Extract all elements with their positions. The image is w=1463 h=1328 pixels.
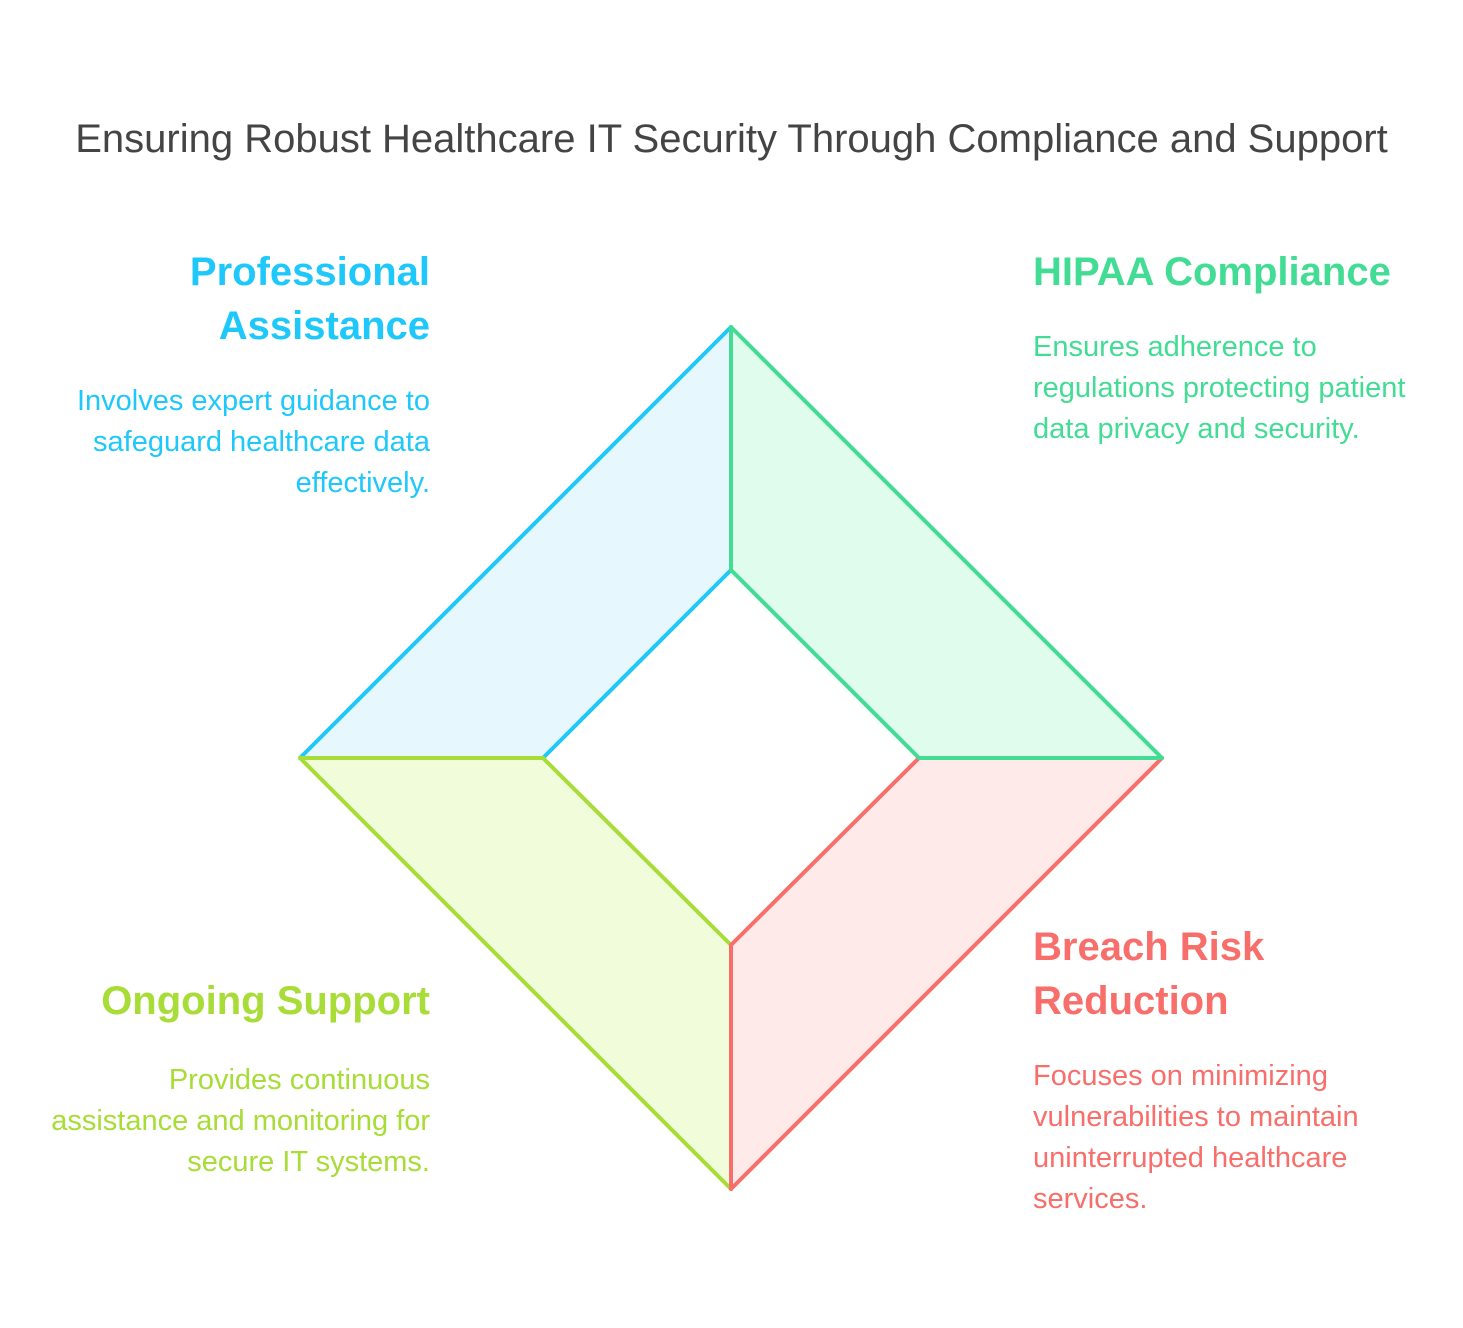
heading-professional-assistance: Professional Assistance <box>189 250 430 348</box>
description-breach-risk-reduction: Focuses on minimizing vulnerabilities to… <box>1033 1060 1359 1215</box>
block-ongoing-support: Ongoing Support Provides continuous assi… <box>50 974 430 1183</box>
block-professional-assistance: Professional Assistance Involves expert … <box>50 245 430 504</box>
heading-ongoing-support: Ongoing Support <box>101 979 430 1023</box>
diagram-title: Ensuring Robust Healthcare IT Security T… <box>75 117 1388 161</box>
description-ongoing-support: Provides continuous assistance and monit… <box>51 1064 430 1178</box>
block-breach-risk-reduction: Breach Risk Reduction Focuses on minimiz… <box>1033 920 1413 1220</box>
block-hipaa-compliance: HIPAA Compliance Ensures adherence to re… <box>1033 245 1413 450</box>
heading-hipaa-compliance: HIPAA Compliance <box>1033 250 1391 294</box>
description-hipaa-compliance: Ensures adherence to regulations protect… <box>1033 331 1406 445</box>
description-professional-assistance: Involves expert guidance to safeguard he… <box>76 385 430 499</box>
heading-breach-risk-reduction: Breach Risk Reduction <box>1033 925 1265 1023</box>
